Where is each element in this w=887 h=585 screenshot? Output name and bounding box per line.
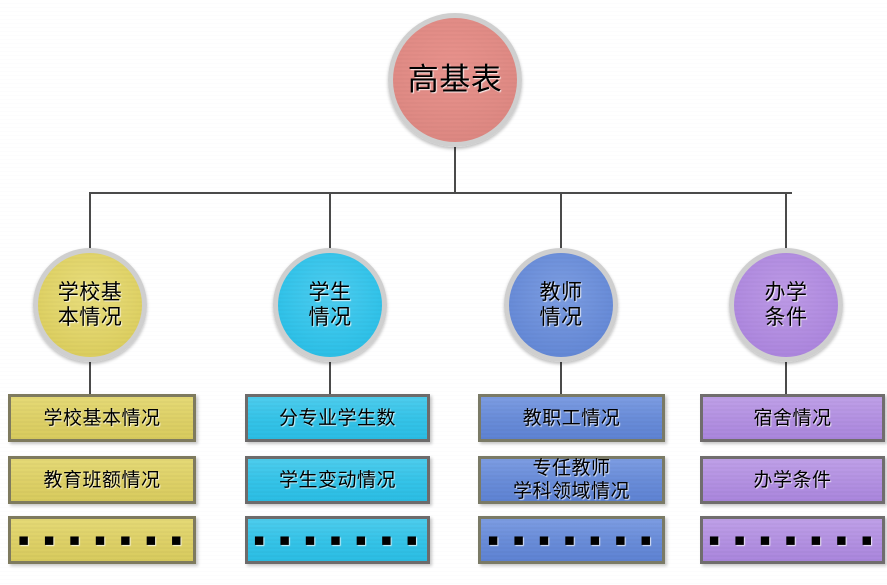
leaf-box-label: ▪ ▪ ▪ ▪ ▪ ▪ ▪ bbox=[253, 529, 422, 550]
branch-node-label: 学校基 本情况 bbox=[57, 280, 123, 329]
connector-branch-0-to-leaf bbox=[89, 362, 91, 394]
leaf-box[interactable]: ▪ ▪ ▪ ▪ ▪ ▪ ▪ bbox=[8, 516, 196, 564]
leaf-box[interactable]: ▪ ▪ ▪ ▪ ▪ ▪ ▪ bbox=[478, 516, 665, 564]
connector-branch-3-to-leaf bbox=[785, 362, 787, 394]
root-node-label: 高基表 bbox=[407, 61, 503, 98]
leaf-box[interactable]: 分专业学生数 bbox=[245, 394, 430, 442]
connector-branch-2-to-leaf bbox=[560, 362, 562, 394]
branch-node-teacher-status[interactable]: 教师 情况 bbox=[504, 248, 618, 362]
connector-root-stem bbox=[454, 147, 456, 193]
connector-horizontal-bus bbox=[89, 192, 792, 194]
leaf-box-label: ▪ ▪ ▪ ▪ ▪ ▪ ▪ bbox=[708, 529, 877, 550]
branch-node-student-status[interactable]: 学生 情况 bbox=[273, 248, 387, 362]
connector-branch-1-drop bbox=[329, 192, 331, 250]
branch-node-label: 学生 情况 bbox=[308, 280, 352, 329]
branch-node-label: 教师 情况 bbox=[539, 280, 583, 329]
leaf-box[interactable]: 宿舍情况 bbox=[700, 394, 885, 442]
leaf-box-label: 分专业学生数 bbox=[278, 406, 396, 429]
leaf-box[interactable]: 学校基本情况 bbox=[8, 394, 196, 442]
leaf-box[interactable]: 学生变动情况 bbox=[245, 456, 430, 504]
connector-branch-2-drop bbox=[560, 192, 562, 250]
leaf-box-label: 学校基本情况 bbox=[43, 406, 161, 429]
connector-branch-1-to-leaf bbox=[329, 362, 331, 394]
branch-node-label: 办学 条件 bbox=[764, 280, 808, 329]
leaf-box-label: 教育班额情况 bbox=[43, 468, 161, 491]
leaf-box-label: 办学条件 bbox=[753, 468, 832, 491]
branch-node-school-basics[interactable]: 学校基 本情况 bbox=[33, 248, 147, 362]
root-node[interactable]: 高基表 bbox=[388, 13, 522, 147]
connector-branch-0-drop bbox=[89, 192, 91, 250]
leaf-box-label: 教职工情况 bbox=[522, 406, 621, 429]
leaf-box-label: ▪ ▪ ▪ ▪ ▪ ▪ ▪ bbox=[17, 529, 187, 550]
leaf-box[interactable]: ▪ ▪ ▪ ▪ ▪ ▪ ▪ bbox=[700, 516, 885, 564]
leaf-box[interactable]: 办学条件 bbox=[700, 456, 885, 504]
leaf-box-label: 学生变动情况 bbox=[278, 468, 396, 491]
leaf-box[interactable]: ▪ ▪ ▪ ▪ ▪ ▪ ▪ bbox=[245, 516, 430, 564]
leaf-box-label: 专任教师 学科领域情况 bbox=[512, 457, 630, 502]
branch-node-school-conditions[interactable]: 办学 条件 bbox=[729, 248, 843, 362]
leaf-box[interactable]: 教职工情况 bbox=[478, 394, 665, 442]
leaf-box[interactable]: 专任教师 学科领域情况 bbox=[478, 456, 665, 504]
leaf-box[interactable]: 教育班额情况 bbox=[8, 456, 196, 504]
leaf-box-label: ▪ ▪ ▪ ▪ ▪ ▪ ▪ bbox=[487, 529, 656, 550]
leaf-box-label: 宿舍情况 bbox=[753, 406, 832, 429]
connector-branch-3-drop bbox=[785, 192, 787, 250]
